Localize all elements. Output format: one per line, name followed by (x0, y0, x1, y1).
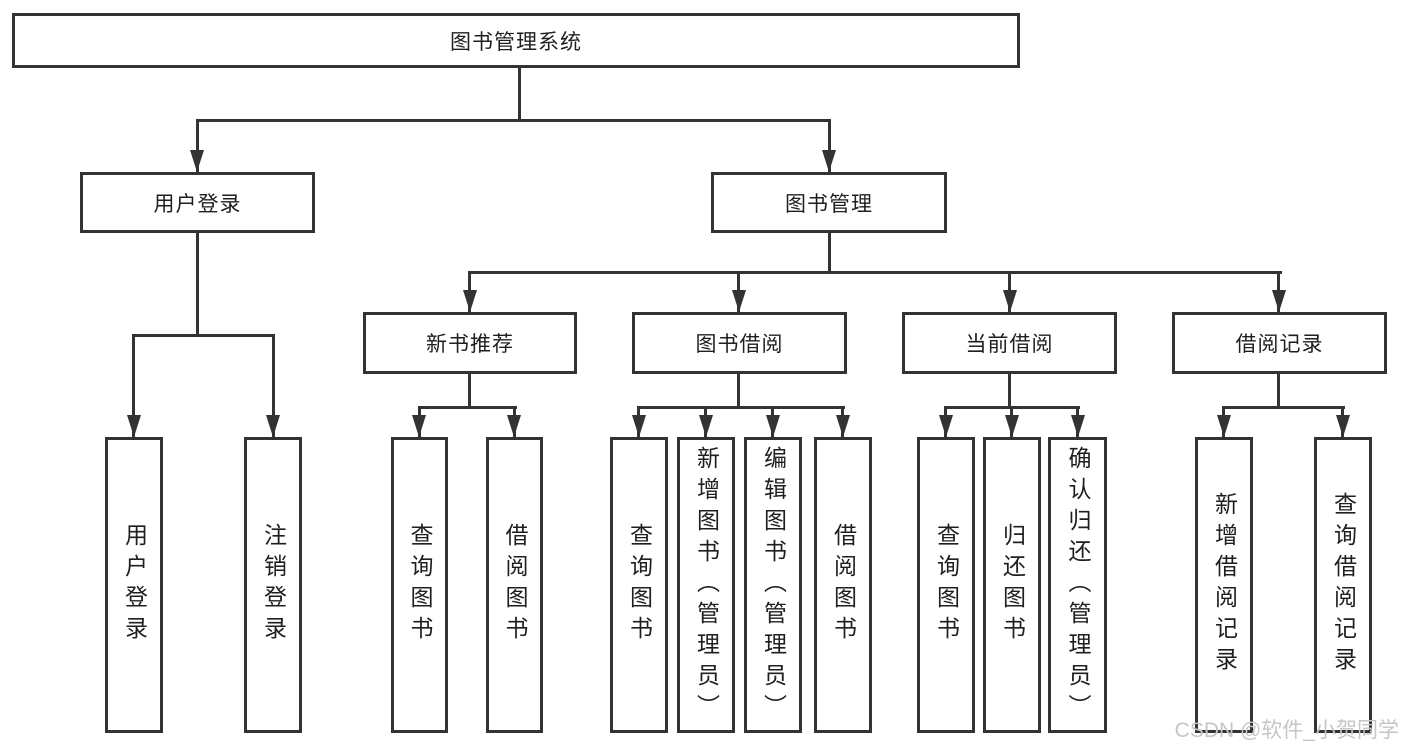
node-user-login: 用户登录 (80, 172, 315, 233)
leaf-add-borrow-record-label: 新增借阅记录 (1211, 492, 1238, 678)
node-book-management-label: 图书管理 (785, 192, 873, 216)
connector-line (132, 334, 275, 337)
leaf-return-books-label: 归还图书 (999, 523, 1026, 647)
node-current-borrowing: 当前借阅 (902, 312, 1117, 374)
leaf-borrowing-borrow-books-label: 借阅图书 (830, 523, 857, 647)
connector-line (196, 233, 199, 336)
node-root: 图书管理系统 (12, 13, 1020, 68)
leaf-current-query-books-label: 查询图书 (933, 523, 960, 647)
arrow-down-icon (463, 290, 477, 312)
leaf-confirm-return-admin-label: 确认归还（管理员） (1065, 445, 1091, 725)
leaf-add-books-admin: 新增图书（管理员） (677, 437, 735, 733)
connector-line (1277, 374, 1280, 409)
connector-line (468, 374, 471, 409)
arrow-down-icon (1005, 415, 1019, 437)
leaf-logout-label: 注销登录 (260, 523, 287, 647)
node-borrowing-records: 借阅记录 (1172, 312, 1387, 374)
connector-line (737, 374, 740, 409)
leaf-recommend-borrow-books: 借阅图书 (486, 437, 543, 733)
arrow-down-icon (1003, 290, 1017, 312)
arrow-down-icon (127, 415, 141, 437)
leaf-edit-books-admin-label: 编辑图书（管理员） (760, 445, 787, 725)
node-new-book-recommend-label: 新书推荐 (426, 333, 514, 356)
leaf-borrowing-borrow-books: 借阅图书 (814, 437, 872, 733)
connector-line (1222, 406, 1345, 409)
leaf-current-query-books: 查询图书 (917, 437, 975, 733)
node-book-borrowing: 图书借阅 (632, 312, 847, 374)
connector-line (518, 68, 521, 122)
node-current-borrowing-label: 当前借阅 (965, 333, 1054, 356)
connector-line (1008, 374, 1011, 409)
leaf-recommend-query-books-label: 查询图书 (407, 523, 433, 647)
connector-line (132, 334, 135, 437)
connector-line (196, 119, 831, 122)
node-borrowing-records-label: 借阅记录 (1235, 333, 1324, 356)
arrow-down-icon (939, 415, 953, 437)
connector-line (468, 271, 1282, 274)
connector-line (196, 119, 199, 172)
leaf-query-borrow-record: 查询借阅记录 (1314, 437, 1372, 733)
arrow-down-icon (822, 150, 836, 172)
arrow-down-icon (836, 415, 850, 437)
arrow-down-icon (266, 415, 280, 437)
arrow-down-icon (190, 150, 204, 172)
arrow-down-icon (632, 415, 646, 437)
leaf-borrowing-query-books: 查询图书 (610, 437, 668, 733)
csdn-watermark: CSDN @软件_小贺同学 (1174, 719, 1399, 742)
node-new-book-recommend: 新书推荐 (363, 312, 577, 374)
connector-line (418, 406, 517, 409)
leaf-user-login-label: 用户登录 (121, 523, 148, 647)
arrow-down-icon (732, 290, 746, 312)
leaf-recommend-query-books: 查询图书 (391, 437, 448, 733)
arrow-down-icon (1336, 415, 1350, 437)
node-user-login-label: 用户登录 (153, 192, 242, 216)
arrow-down-icon (507, 415, 521, 437)
node-book-management: 图书管理 (711, 172, 947, 233)
arrow-down-icon (766, 415, 780, 437)
connector-line (828, 233, 831, 274)
leaf-confirm-return-admin: 确认归还（管理员） (1048, 437, 1107, 733)
connector-line (637, 406, 845, 409)
leaf-user-login: 用户登录 (105, 437, 163, 733)
node-book-borrowing-label: 图书借阅 (695, 333, 784, 356)
arrow-down-icon (1217, 415, 1231, 437)
connector-line (272, 334, 275, 437)
arrow-down-icon (699, 415, 713, 437)
leaf-edit-books-admin: 编辑图书（管理员） (744, 437, 802, 733)
connector-line (828, 119, 831, 172)
leaf-add-books-admin-label: 新增图书（管理员） (693, 445, 720, 725)
leaf-query-borrow-record-label: 查询借阅记录 (1330, 492, 1357, 678)
leaf-recommend-borrow-books-label: 借阅图书 (502, 523, 528, 647)
arrow-down-icon (1071, 415, 1085, 437)
arrow-down-icon (412, 415, 426, 437)
leaf-return-books: 归还图书 (983, 437, 1041, 733)
node-root-label: 图书管理系统 (450, 30, 582, 54)
arrow-down-icon (1272, 290, 1286, 312)
leaf-add-borrow-record: 新增借阅记录 (1195, 437, 1253, 733)
leaf-logout: 注销登录 (244, 437, 302, 733)
leaf-borrowing-query-books-label: 查询图书 (626, 523, 653, 647)
